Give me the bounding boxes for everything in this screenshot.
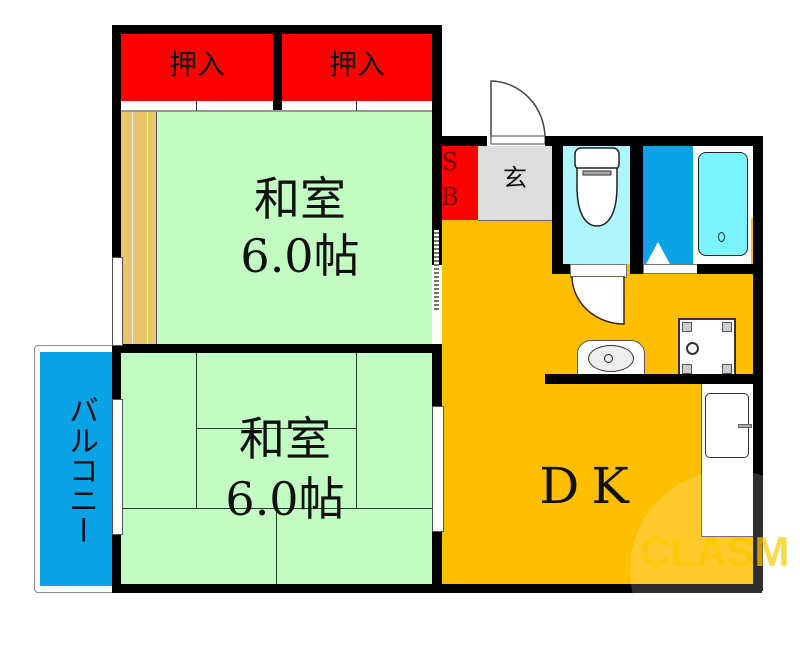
drain-icon <box>718 232 725 242</box>
sink-basin-icon <box>588 345 634 372</box>
washroom-door-icon <box>645 242 671 266</box>
wall <box>432 25 442 265</box>
entrance-label: 玄 <box>503 164 527 192</box>
tatami-line <box>196 428 357 429</box>
wall <box>545 136 763 146</box>
watermark-text: CLASM <box>640 528 790 575</box>
washitsu-top-label-2: 6.0帖 <box>240 229 360 283</box>
wall <box>112 25 121 257</box>
sb-label-b: B <box>441 183 459 211</box>
wall <box>432 530 442 590</box>
washitsu-top-label-1: 和室 <box>254 172 346 226</box>
room-washroom <box>643 146 693 264</box>
entrance-door-icon <box>490 80 546 145</box>
wall <box>112 344 442 353</box>
wall <box>630 146 643 274</box>
tatami-line <box>196 352 197 508</box>
room-closet-right <box>282 33 432 101</box>
room-washitsu-top <box>121 112 432 344</box>
washitsu-bottom-label-1: 和室 <box>239 412 331 466</box>
wall <box>112 533 121 593</box>
wall <box>697 264 757 274</box>
faucet-icon <box>604 354 613 363</box>
window-right-bottom <box>432 406 444 532</box>
wall <box>545 374 757 384</box>
wall <box>552 264 570 274</box>
window-left-top <box>112 257 123 346</box>
tokonoma <box>121 112 157 344</box>
door-mark <box>196 99 197 111</box>
tatami-line <box>356 352 357 508</box>
wall <box>442 136 487 146</box>
window-left-bottom <box>112 399 123 535</box>
partition-door <box>434 230 439 310</box>
room-shoe-box <box>442 146 478 220</box>
balcony-label: バルコニー <box>63 395 98 545</box>
room-entrance <box>478 146 552 221</box>
washing-machine-icon <box>678 318 736 378</box>
tatami-line <box>276 508 277 584</box>
bath-door <box>643 264 699 274</box>
toilet-icon <box>574 147 620 227</box>
wall <box>432 344 442 406</box>
closet-right-label: 押入 <box>328 48 385 81</box>
kitchen-sink-icon <box>705 393 752 458</box>
wall <box>753 136 763 591</box>
washitsu-bottom-label-2: 6.0帖 <box>225 472 345 526</box>
wall <box>552 146 563 264</box>
wall <box>112 344 121 399</box>
wall <box>273 25 282 110</box>
dk-label: DK <box>539 457 641 515</box>
room-balcony <box>40 352 112 586</box>
closet-left-label: 押入 <box>168 48 225 81</box>
room-closet-left <box>121 33 273 101</box>
bathtub-icon <box>698 152 748 256</box>
door-mark <box>356 99 357 111</box>
sb-label-s: S <box>441 148 459 176</box>
toilet-door-icon <box>571 276 625 325</box>
